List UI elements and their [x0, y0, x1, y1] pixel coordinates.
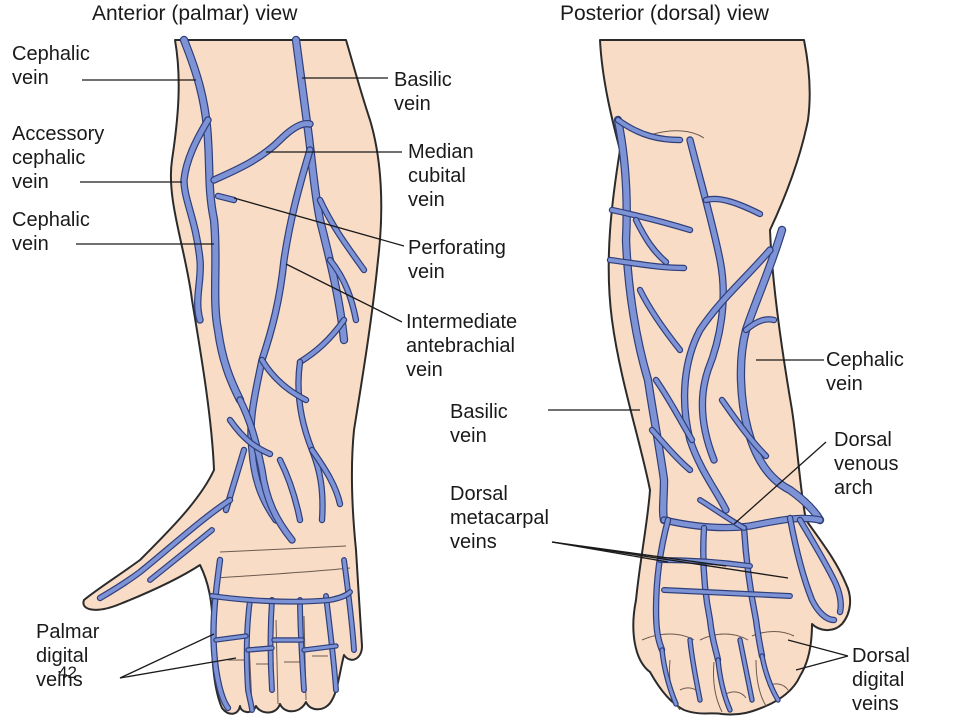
forearm-ladder-1: [608, 206, 694, 234]
leader-palmar-digital-1: [119, 633, 215, 679]
label-basilic-vein-anterior: Basilic vein: [394, 69, 457, 115]
dorsal-digital-1: [659, 647, 679, 707]
posterior-finger-gap-3: [755, 659, 767, 707]
cephalic-vein-anterior: [179, 35, 245, 405]
label-basilic-vein-posterior: Basilic vein: [450, 401, 513, 447]
leader-perforating: [233, 197, 405, 247]
anterior-arm: [82, 35, 383, 715]
posterior-view-title: Posterior (dorsal) view: [560, 2, 770, 25]
palm-vein-6: [341, 557, 357, 653]
palm-vein-2: [243, 597, 255, 713]
forearm-ladder-9: [718, 396, 770, 460]
leader-dorsal-meta-3: [551, 541, 789, 579]
thumb-vein: [96, 496, 234, 602]
label-perforating-vein: Perforating vein: [408, 237, 511, 283]
slide-number: 42: [58, 663, 77, 682]
dorsal-cross-3: [697, 497, 747, 531]
forearm-ladder-2: [606, 256, 688, 272]
leader-dorsal-arch: [733, 441, 827, 525]
label-accessory-cephalic-vein: Accessory cephalic vein: [12, 123, 110, 193]
labels: Cephalic vein Accessory cephalic vein Ce…: [12, 43, 915, 715]
accessory-cephalic-vein: [180, 116, 212, 324]
forearm-branch-7: [226, 416, 274, 458]
forearm-ladder-3: [636, 286, 684, 354]
basilic-vein-posterior: [613, 115, 669, 525]
leader-palmar-digital-2: [119, 657, 237, 679]
forearm-branch-2: [326, 256, 360, 324]
anterior-view-title: Anterior (palmar) view: [92, 2, 298, 25]
palm-vein-1: [210, 556, 232, 712]
forearm-branch-4: [236, 396, 296, 544]
label-dorsal-venous-arch: Dorsal venous arch: [834, 429, 904, 499]
posterior-knuckle-2: [699, 633, 749, 641]
anterior-veins: [96, 35, 368, 713]
palm-vein-4: [297, 597, 307, 693]
dorsal-digital-5: [737, 637, 755, 703]
palm-vein-3: [267, 597, 275, 693]
leader-dorsal-digital-2: [795, 655, 849, 671]
perforating-vein: [214, 192, 238, 204]
leader-lines: [76, 77, 849, 679]
forearm-branch-10: [308, 446, 344, 508]
oblique-forearm-vein-2: [680, 246, 774, 514]
finger-rung-4: [301, 643, 339, 653]
elbow-vein: [614, 116, 684, 144]
dorsal-metacarpal-3: [740, 524, 766, 660]
oblique-forearm-vein-1: [686, 136, 727, 464]
cephalic-vein-posterior: [736, 225, 825, 525]
finger-rung-1: [213, 633, 249, 643]
anterior-finger-gap-2: [275, 619, 279, 705]
anterior-wrist-crease-1: [215, 567, 351, 579]
label-intermediate-antebrachial-vein: Intermediate antebrachial vein: [406, 311, 523, 381]
forearm-ladder-7: [742, 316, 778, 334]
median-cubital-vein: [210, 119, 314, 184]
posterior-elbow-crease: [649, 130, 705, 139]
dorsal-digital-4: [687, 637, 703, 703]
posterior-arm-outline: [599, 39, 852, 716]
basilic-vein-anterior: [291, 35, 349, 345]
posterior-arm: [599, 39, 852, 716]
leader-intermediate: [285, 263, 403, 323]
label-dorsal-digital-veins: Dorsal digital veins: [852, 645, 915, 715]
palmar-arch: [209, 589, 353, 605]
label-median-cubital-vein: Median cubital vein: [408, 141, 479, 211]
forearm-branch-6: [258, 356, 310, 404]
thumb-vein-2: [147, 527, 215, 583]
label-dorsal-metacarpal-veins: Dorsal metacarpal veins: [450, 483, 555, 553]
dorsal-metacarpal-4: [786, 514, 838, 624]
forearm-ladder-4: [632, 216, 670, 266]
forearm-branch-3: [296, 316, 348, 366]
posterior-nail-2: [725, 691, 747, 699]
label-cephalic-vein-top: Cephalic vein: [12, 43, 95, 89]
dorsal-digital-2: [715, 657, 733, 713]
label-cephalic-vein-posterior: Cephalic vein: [826, 349, 909, 395]
anterior-wrist-crease-2: [219, 545, 347, 553]
dorsal-digital-3: [759, 653, 781, 703]
dorsal-cross-2: [661, 587, 793, 599]
dorsal-metacarpal-1: [652, 516, 672, 654]
forearm-ladder-8: [648, 426, 694, 474]
posterior-veins: [606, 115, 844, 713]
label-palmar-digital-veins: Palmar digital veins: [36, 621, 105, 691]
forearm-branch-9: [276, 456, 304, 524]
thumb-dorsal-vein: [796, 516, 844, 616]
leader-dorsal-digital-1: [787, 639, 849, 657]
finger-rung-2: [245, 645, 275, 653]
forearm-ladder-5: [702, 195, 764, 218]
posterior-finger-gap-2: [713, 661, 723, 713]
dorsal-metacarpal-2: [700, 524, 722, 664]
intermediate-antebrachial-vein: [247, 146, 314, 524]
label-cephalic-vein-mid: Cephalic vein: [12, 209, 95, 255]
forearm-ladder-6: [652, 376, 696, 444]
forearm-branch-1: [316, 196, 368, 274]
